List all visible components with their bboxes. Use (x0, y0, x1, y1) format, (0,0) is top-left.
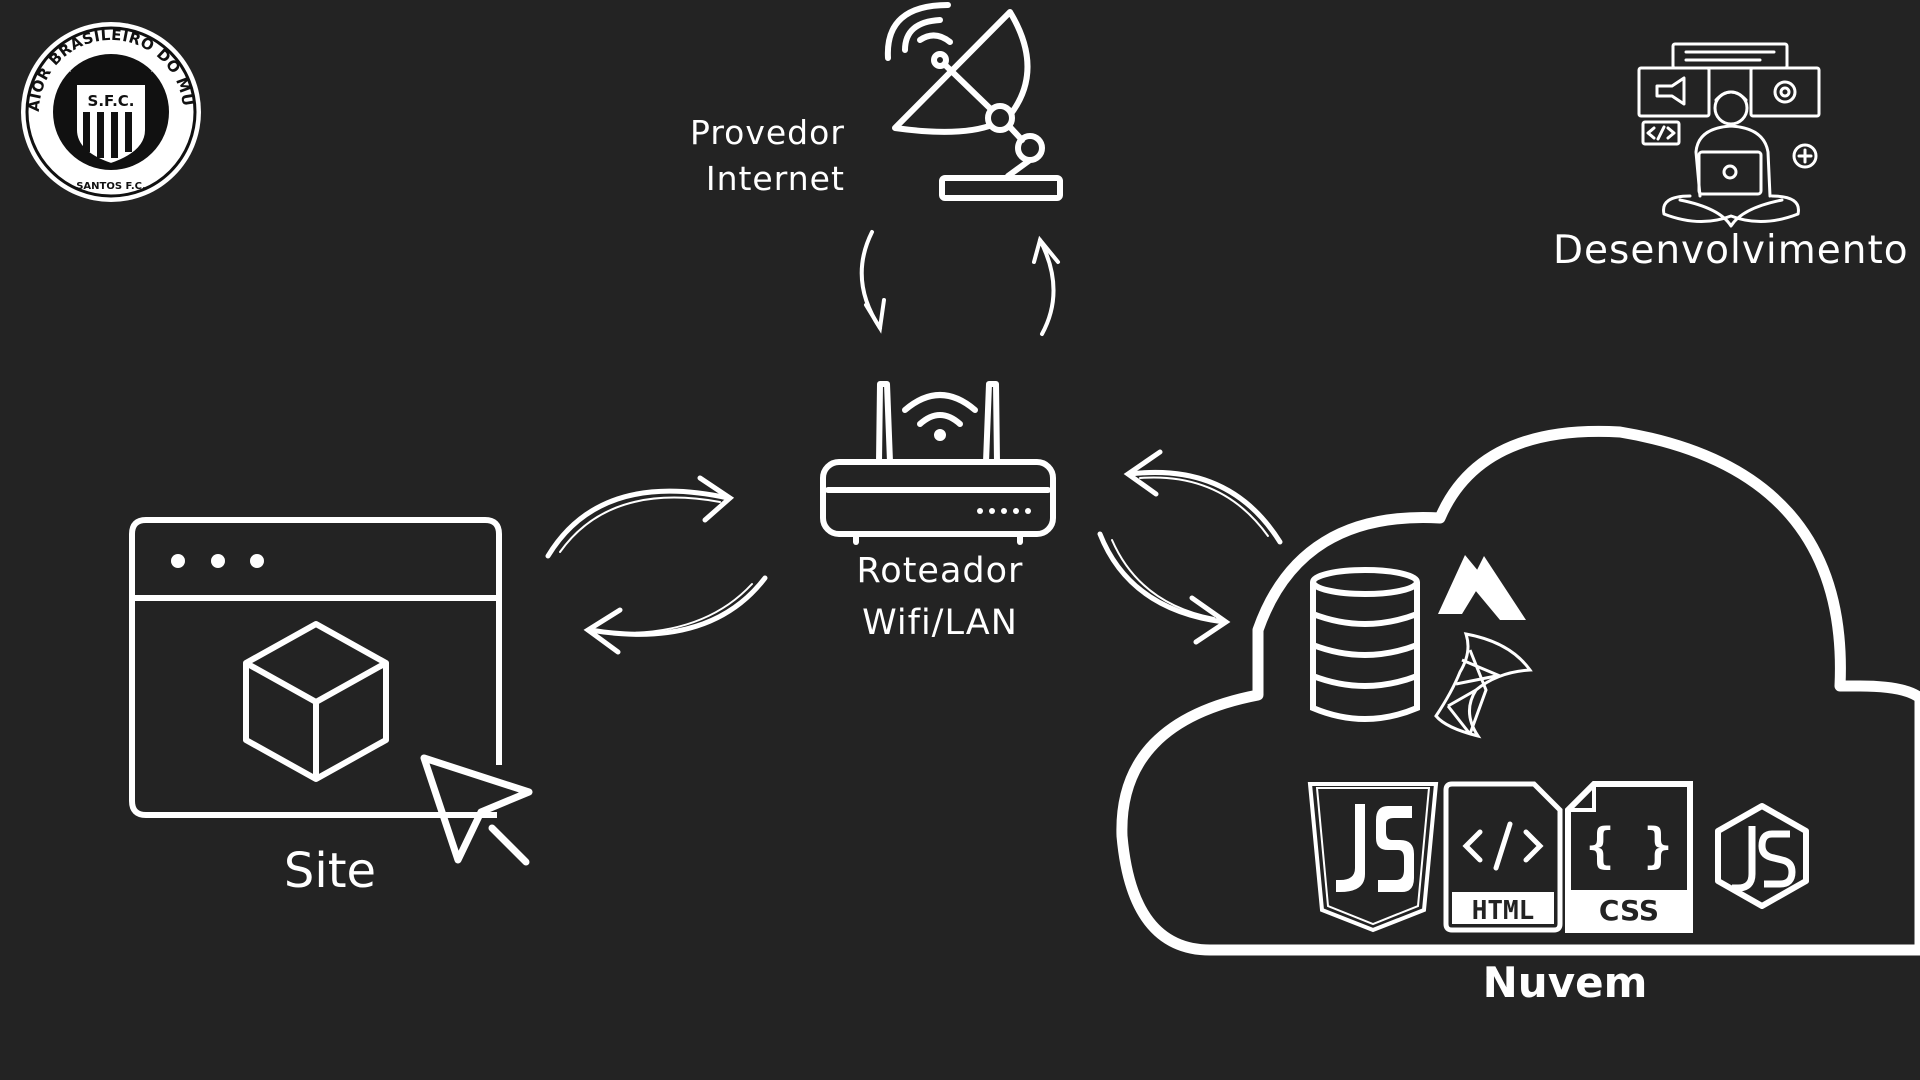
provider-router-arrows (859, 230, 1060, 336)
router-label-line1: Roteador (856, 551, 1024, 591)
azure-icon (1438, 555, 1526, 620)
browser-window-icon (129, 517, 502, 818)
router-cloud-arrows (1097, 449, 1283, 645)
developer-icon (1637, 42, 1821, 228)
router-label-line2: Wifi/LAN (862, 603, 1018, 643)
provider-label-line1: Provedor (690, 113, 845, 152)
arrow-right-icon (545, 475, 735, 559)
logo-bottom-text: SANTOS F.C. (76, 181, 146, 192)
arrow-left-icon (583, 575, 768, 655)
site-label: Site (283, 843, 377, 899)
development-label: Desenvolvimento (1553, 228, 1909, 273)
sql-server-icon (1434, 632, 1533, 739)
html-badge-label: HTML (1472, 896, 1535, 926)
router-icon (820, 381, 1056, 545)
arrow-up-icon (1032, 235, 1060, 336)
site-router-arrows (545, 475, 768, 655)
santos-fc-logo: O MAIOR BRASILEIRO DO MUNDO SANTOS F.C. … (21, 22, 201, 202)
database-icon (1310, 567, 1420, 722)
cube-icon (243, 621, 389, 782)
logo-monogram: S.F.C. (88, 92, 135, 110)
javascript-icon (1307, 782, 1439, 933)
satellite-dish-icon (884, 2, 1063, 201)
arrow-left-icon (1123, 449, 1283, 545)
cloud-label: Nuvem (1482, 958, 1648, 1007)
cloud-icon (1116, 425, 1920, 956)
arrow-right-icon (1097, 531, 1231, 645)
nodejs-icon (1715, 803, 1809, 909)
arrow-down-icon (859, 230, 886, 334)
router-label: Roteador Wifi/LAN (820, 545, 1060, 649)
html-file-icon: HTML (1443, 781, 1563, 933)
router-status-leds (977, 508, 1031, 514)
cursor-icon (420, 754, 533, 866)
css-file-icon: { } CSS (1565, 781, 1693, 933)
provider-label: Provedor Internet (690, 110, 845, 202)
css-braces-glyph: { } (1586, 818, 1673, 874)
css-badge-label: CSS (1599, 894, 1659, 927)
provider-label-line2: Internet (705, 159, 845, 198)
